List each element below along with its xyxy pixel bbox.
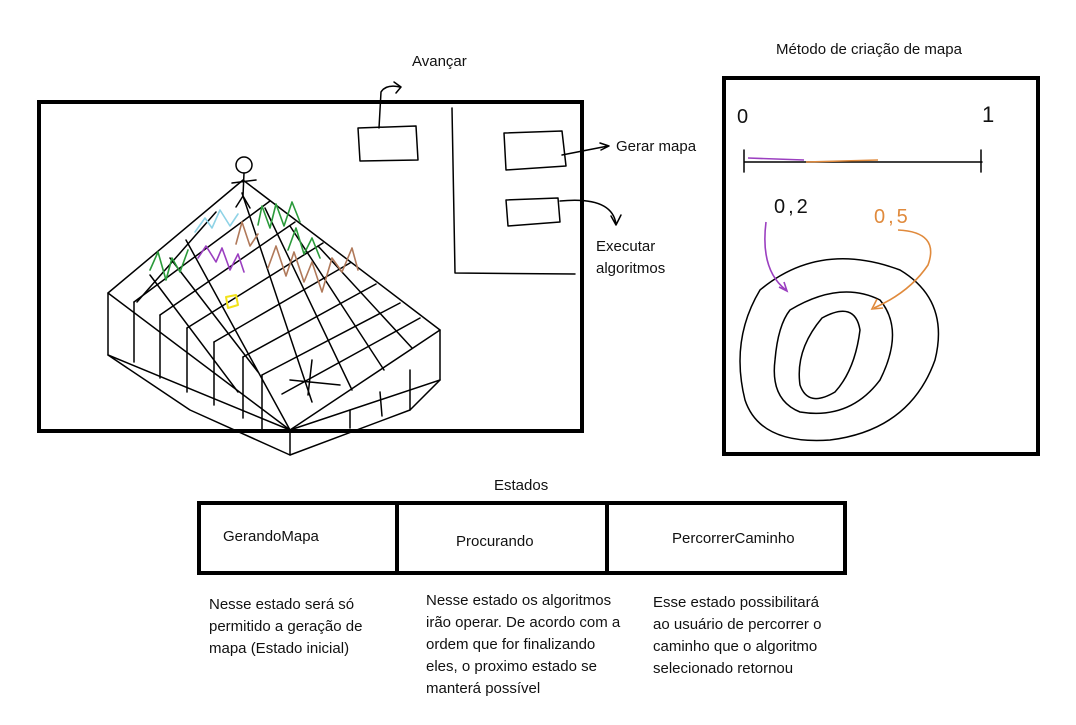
advance-label: Avançar: [412, 53, 467, 70]
scale-line: [743, 149, 983, 173]
main-panel: [37, 100, 584, 433]
value-a-label: 0,2: [774, 196, 811, 218]
contour-middle: [773, 291, 894, 415]
scale-segment-orange: [805, 159, 879, 163]
yellow-mark: [225, 294, 239, 309]
advance-arrow: [378, 81, 402, 129]
states-title: Estados: [494, 477, 549, 494]
state-percorrer-caminho-description: Esse estado possibilitará ao usuário de …: [653, 594, 822, 677]
run-algorithms-arrow: [559, 199, 622, 226]
scale-max-label: 1: [982, 102, 995, 127]
sidebar-frame: [451, 107, 576, 275]
isometric-map: [107, 179, 441, 456]
purple-arrow: [764, 221, 789, 293]
state-procurando: Procurando: [456, 533, 534, 550]
generate-map-button-sketch: [503, 130, 567, 171]
contour-outer: [739, 258, 940, 442]
run-algorithms-button-sketch: [505, 197, 561, 227]
person-icon: [235, 156, 253, 174]
cyan-scribble: [194, 209, 239, 233]
green-scribble-2: [149, 249, 189, 281]
generate-map-label: Gerar mapa: [616, 138, 697, 155]
states-table-frame: [197, 501, 847, 575]
scale-min-label: 0: [737, 106, 749, 128]
map-method-title: Método de criação de mapa: [776, 41, 962, 58]
value-b-label: 0,5: [874, 206, 911, 228]
state-gerando-mapa: GerandoMapa: [223, 528, 319, 545]
run-algorithms-label-line2: algoritmos: [596, 260, 666, 277]
brown-scribble-2: [267, 245, 359, 293]
state-procurando-description: Nesse estado os algoritmos irão operar. …: [426, 592, 621, 697]
state-percorrer-caminho: PercorrerCaminho: [672, 530, 795, 547]
green-scribble-1: [257, 201, 301, 229]
brown-scribble-1: [235, 221, 259, 247]
orange-arrow: [870, 229, 932, 310]
map-method-panel: [722, 76, 1040, 456]
purple-scribble: [197, 245, 245, 273]
advance-button-sketch: [357, 125, 419, 162]
contour-inner: [798, 310, 861, 400]
state-gerando-mapa-description: Nesse estado será só permitido a geração…: [209, 596, 363, 657]
scale-segment-purple: [747, 157, 805, 161]
run-algorithms-label-line1: Executar: [596, 238, 656, 255]
green-scribble-3: [287, 227, 321, 259]
generate-map-arrow: [561, 142, 610, 156]
